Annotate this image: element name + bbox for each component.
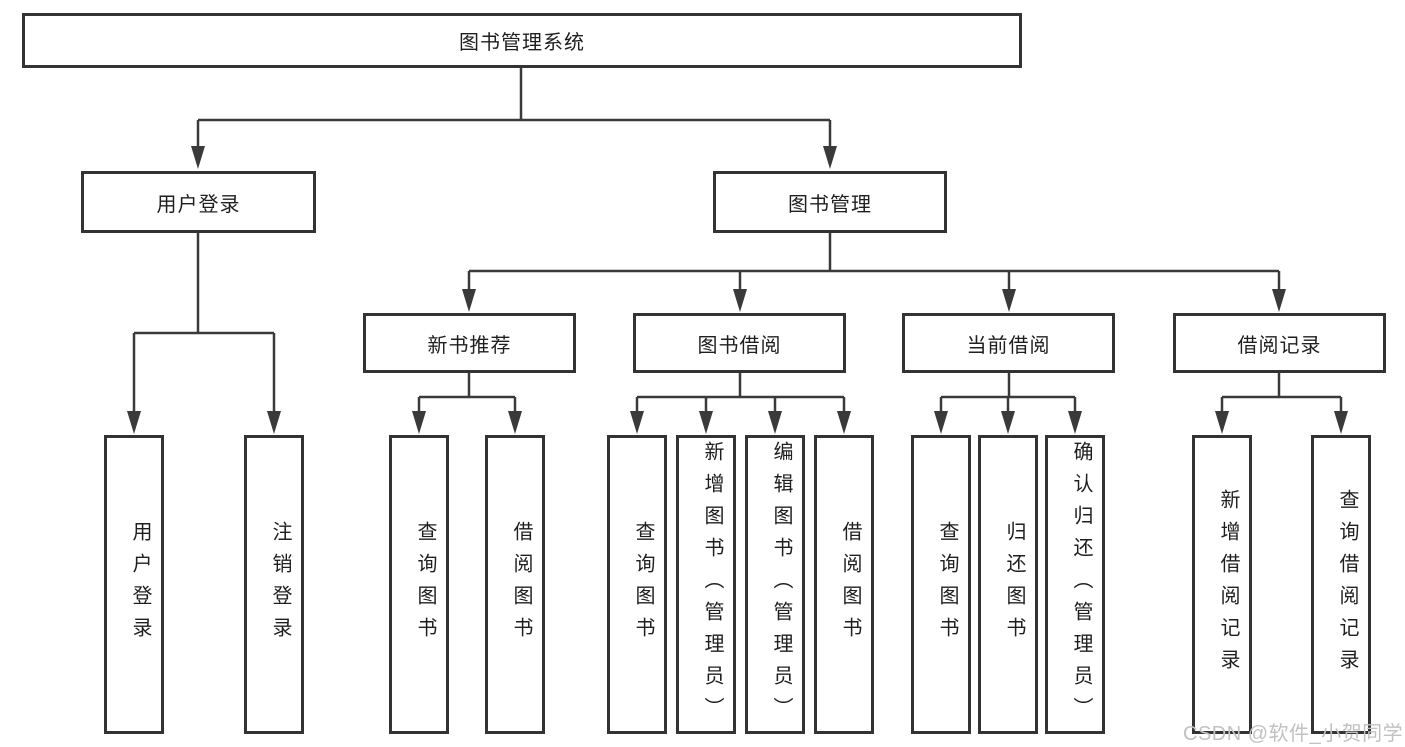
node-label: 查询借阅记录 bbox=[1336, 488, 1358, 681]
node-label: 归还图书 bbox=[1003, 520, 1025, 649]
node-label: 借阅图书 bbox=[510, 520, 532, 649]
node-user-login: 用户登录 bbox=[81, 171, 316, 233]
node-leaf-confirm-return-admin: 确认归还（管理员） bbox=[1045, 435, 1105, 734]
node-label: 注销登录 bbox=[269, 520, 291, 649]
node-label: 查询图书 bbox=[936, 520, 958, 649]
csdn-watermark: CSDN @软件_小贺同学 bbox=[1183, 723, 1404, 745]
node-leaf-add-borrow-record: 新增借阅记录 bbox=[1192, 435, 1252, 734]
node-leaf-query-borrow-record: 查询借阅记录 bbox=[1311, 435, 1371, 734]
node-label: 确认归还（管理员） bbox=[1070, 440, 1092, 729]
node-label: 查询图书 bbox=[414, 520, 436, 649]
node-book-borrowing: 图书借阅 bbox=[633, 313, 846, 373]
node-leaf-logout: 注销登录 bbox=[244, 435, 304, 734]
node-leaf-return-book: 归还图书 bbox=[978, 435, 1038, 734]
node-leaf-borrow-books-1: 借阅图书 bbox=[485, 435, 545, 734]
node-label: 新书推荐 bbox=[427, 334, 512, 357]
node-label: 查询图书 bbox=[632, 520, 654, 649]
node-label: 新增借阅记录 bbox=[1217, 488, 1239, 681]
node-leaf-query-books-2: 查询图书 bbox=[607, 435, 667, 734]
node-label: 借阅记录 bbox=[1237, 334, 1322, 357]
node-new-book-recommendation: 新书推荐 bbox=[363, 313, 576, 373]
node-leaf-query-books-3: 查询图书 bbox=[911, 435, 971, 734]
node-label: 借阅图书 bbox=[839, 520, 861, 649]
arrowheads bbox=[127, 146, 1348, 434]
node-label: 用户登录 bbox=[156, 193, 241, 216]
node-library-management-system: 图书管理系统 bbox=[22, 13, 1022, 68]
node-label: 图书管理 bbox=[788, 193, 872, 216]
node-leaf-user-login: 用户登录 bbox=[104, 435, 164, 734]
node-leaf-query-books-1: 查询图书 bbox=[389, 435, 449, 734]
node-label: 编辑图书（管理员） bbox=[770, 440, 792, 729]
node-book-management: 图书管理 bbox=[713, 171, 947, 233]
node-borrowing-records: 借阅记录 bbox=[1173, 313, 1386, 373]
node-leaf-edit-book-admin: 编辑图书（管理员） bbox=[745, 435, 805, 734]
node-label: 用户登录 bbox=[129, 520, 151, 649]
node-current-borrowing: 当前借阅 bbox=[902, 313, 1115, 373]
node-label: 当前借阅 bbox=[966, 334, 1051, 357]
node-leaf-borrow-books-2: 借阅图书 bbox=[814, 435, 874, 734]
node-leaf-add-book-admin: 新增图书（管理员） bbox=[676, 435, 736, 734]
node-label: 图书借阅 bbox=[697, 334, 782, 357]
node-label: 图书管理系统 bbox=[459, 32, 585, 54]
node-label: 新增图书（管理员） bbox=[701, 440, 723, 729]
